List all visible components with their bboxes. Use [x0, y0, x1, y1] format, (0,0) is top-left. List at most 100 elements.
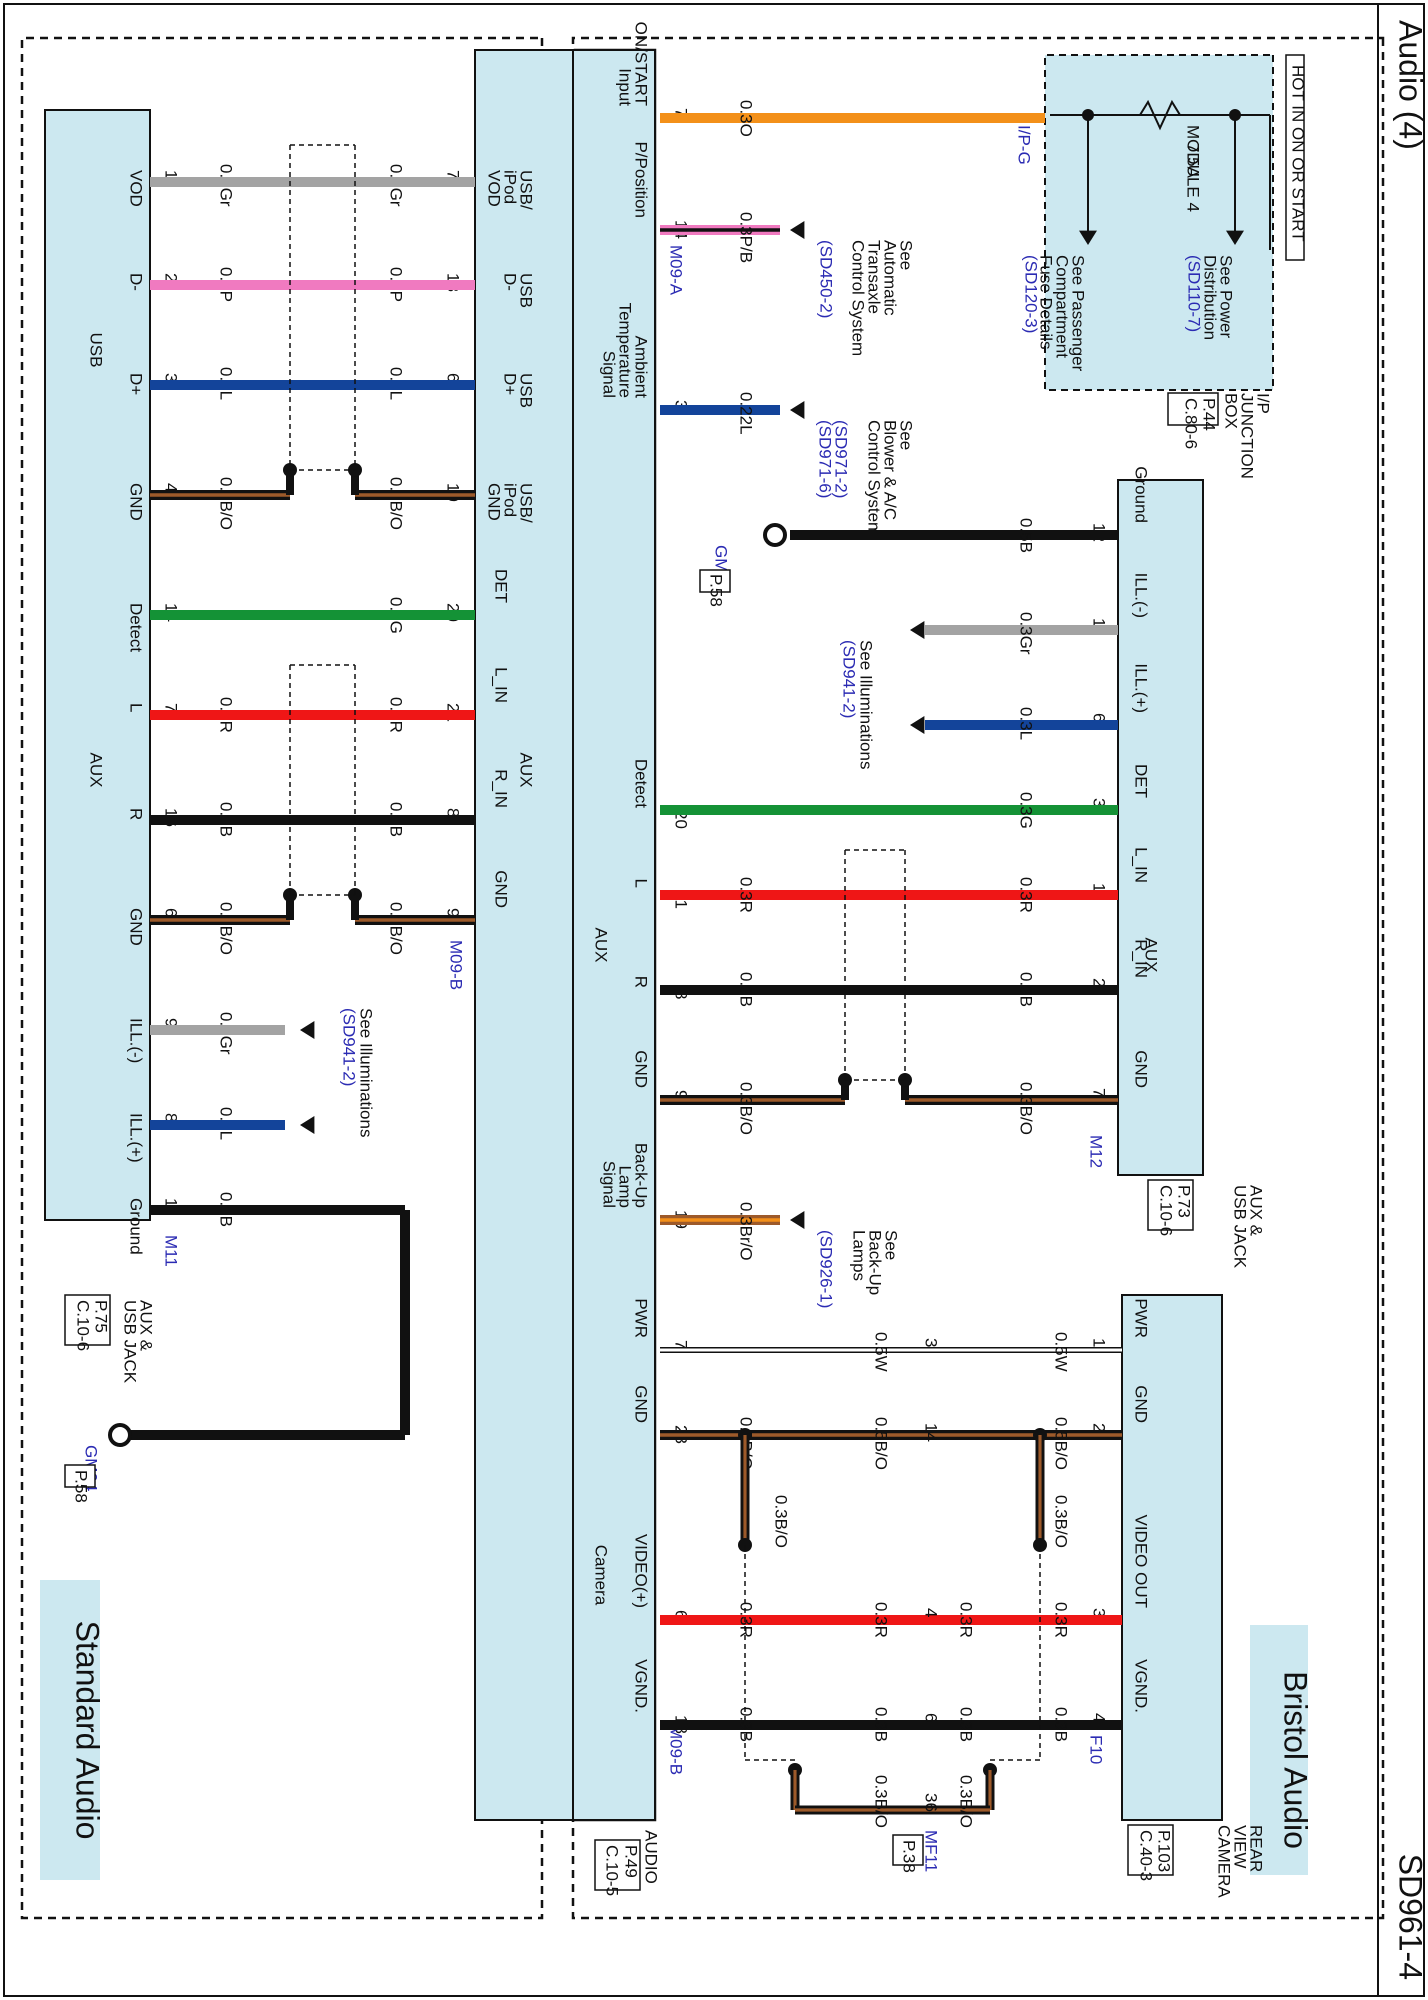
ref-link: (SD941-2) — [840, 640, 859, 718]
wire-label: 0.3O — [737, 100, 756, 137]
mf11-pin-number: 6 — [922, 1713, 941, 1722]
page-ref-box — [1167, 392, 1219, 426]
audio-pin-label: Temperature — [616, 303, 635, 398]
mf11-pin-number: 14 — [922, 1423, 941, 1442]
std-jack-pin-label: ILL.(+) — [127, 1113, 146, 1163]
ref-text: Automatic — [881, 240, 900, 316]
arrow-icon — [790, 1211, 805, 1229]
camera-pin-label: VGND. — [1132, 1659, 1151, 1713]
std-jack-pin-number: 4 — [162, 483, 181, 492]
page-ref: P.58 — [707, 574, 726, 607]
ref-text: Control System — [865, 420, 884, 536]
wire-label: 0.3B/O — [957, 1775, 976, 1828]
ref-text: Back-Up — [866, 1230, 885, 1295]
wire-label: 0.3R — [1017, 877, 1036, 913]
audio-pin-label: Signal — [600, 351, 619, 398]
aux-jack-pin-label: GND — [1132, 1050, 1151, 1088]
wire-label: 0.3B — [957, 1707, 976, 1742]
std-usb-pin-number: 7 — [444, 170, 463, 179]
audio-pin-label: Signal — [600, 1161, 619, 1208]
std-usb-pin-label: D+ — [501, 373, 520, 395]
audio-bristol-side — [572, 49, 656, 1821]
hot-label: HOT IN ON OR START — [1289, 65, 1308, 242]
arrow-icon — [790, 221, 805, 239]
wire-label: 0.3B — [737, 1707, 756, 1742]
ref-text: See — [897, 420, 916, 450]
camera-pin-label: VIDEO OUT — [1132, 1514, 1151, 1608]
wire-label: 0.3B — [1052, 1707, 1071, 1742]
std-jack-pin-label: L — [127, 703, 146, 712]
wire-label: 0.3Gr — [1017, 612, 1036, 655]
std-jack-pin-label: Ground — [127, 1198, 146, 1255]
page-ref: P.44 — [1200, 398, 1219, 431]
junction-ref-text: Compartment — [1053, 255, 1072, 358]
std-usb-pin-number: 6 — [444, 373, 463, 382]
page-ref: P.58 — [72, 1470, 91, 1503]
wire-label: 0.3R — [957, 1602, 976, 1638]
connector-label: M11 — [162, 1235, 181, 1267]
arrow-icon — [1226, 230, 1244, 245]
std-usb-pin-label: D- — [501, 273, 520, 291]
camera-pin-number: 3 — [1090, 1608, 1109, 1617]
page-ref: C.10-6 — [74, 1300, 93, 1351]
std-usb-pin-label: VOD — [485, 170, 504, 207]
camera-box — [1121, 1294, 1223, 1821]
wire-label: 0.3R — [1052, 1602, 1071, 1638]
mf11-pin-number: 3 — [922, 1338, 941, 1347]
aux-jack-pin-number: 6 — [1090, 713, 1109, 722]
audio-pin-number: 9 — [672, 1090, 691, 1099]
std-jack-pin-number: 8 — [162, 1113, 181, 1122]
wire-label: 0.3P/B — [737, 212, 756, 263]
page-ref-box — [594, 1839, 641, 1891]
ref-text: Blower & A/C — [881, 420, 900, 520]
ref-text: See — [882, 1230, 901, 1260]
junction-name: BOX — [1222, 393, 1241, 429]
aux-jack-pin-number: 1 — [1090, 883, 1109, 892]
aux-jack-pin-label: R_IN — [1132, 939, 1151, 978]
page-code: SD961-4 — [1393, 1854, 1428, 1980]
aux-jack-pin-label: ILL.(-) — [1132, 573, 1151, 618]
wire-label: 0.3R — [737, 1602, 756, 1638]
arrow-icon — [1079, 230, 1097, 245]
connector-label: M09-B — [667, 1725, 686, 1775]
std-jack-pin-number: 9 — [162, 1018, 181, 1027]
junction-ref-link: (SD110-7) — [1185, 255, 1204, 332]
page-ref: C.80-6 — [1182, 398, 1201, 449]
wire-label: 0.3G — [1017, 792, 1036, 829]
std-jack-pin-number: 6 — [162, 908, 181, 917]
page-ref-box — [1127, 1824, 1174, 1876]
audio-pin-label: P/Position — [632, 141, 651, 218]
page-ref: P.103 — [1155, 1830, 1174, 1872]
arrow-icon — [790, 401, 805, 419]
wire-label: 0.3B — [737, 972, 756, 1007]
wire-label: 0.3B/O — [387, 902, 406, 955]
std-jack-pin-number: 7 — [162, 703, 181, 712]
wire-label: 0.5B/O — [872, 1417, 891, 1470]
ref-text: Lamps — [850, 1230, 869, 1281]
wire-label: 0.3R — [872, 1602, 891, 1638]
aux-jack-pin-label: ILL.(+) — [1132, 663, 1151, 713]
bristol-label-box — [1250, 1625, 1308, 1875]
ref-text: See Illuminations — [357, 1008, 376, 1137]
camera-pin-number: 4 — [1090, 1713, 1109, 1722]
junction-ref-text: See Passenger — [1069, 255, 1088, 372]
page-ref-box — [1147, 1179, 1194, 1231]
junction-ref-link: (SD120-3) — [1022, 255, 1041, 333]
page-ref: P.49 — [622, 1845, 641, 1878]
page-ref-box — [892, 1834, 924, 1866]
audio-pin-label: R — [632, 976, 651, 988]
aux-jack-name: AUX & — [1247, 1185, 1266, 1237]
camera-name: REAR — [1247, 1825, 1266, 1872]
ref-link: (SD971-6) — [816, 420, 835, 498]
camera-pin-label: GND — [1132, 1385, 1151, 1423]
ref-link: (SD450-2) — [817, 240, 836, 318]
audio-pin-label: Lamp — [616, 1165, 635, 1208]
aux-jack-name: USB JACK — [121, 1300, 140, 1384]
wire-label: 0.5B — [1017, 518, 1036, 553]
ref-text: Control System — [849, 240, 868, 356]
junction-name: I/P — [1254, 393, 1273, 414]
junction-name: JUNCTION — [1238, 393, 1257, 479]
wire-label: 0.5W — [1052, 1332, 1071, 1372]
arrow-icon — [300, 1021, 315, 1039]
audio-pin-label: L — [632, 879, 651, 888]
